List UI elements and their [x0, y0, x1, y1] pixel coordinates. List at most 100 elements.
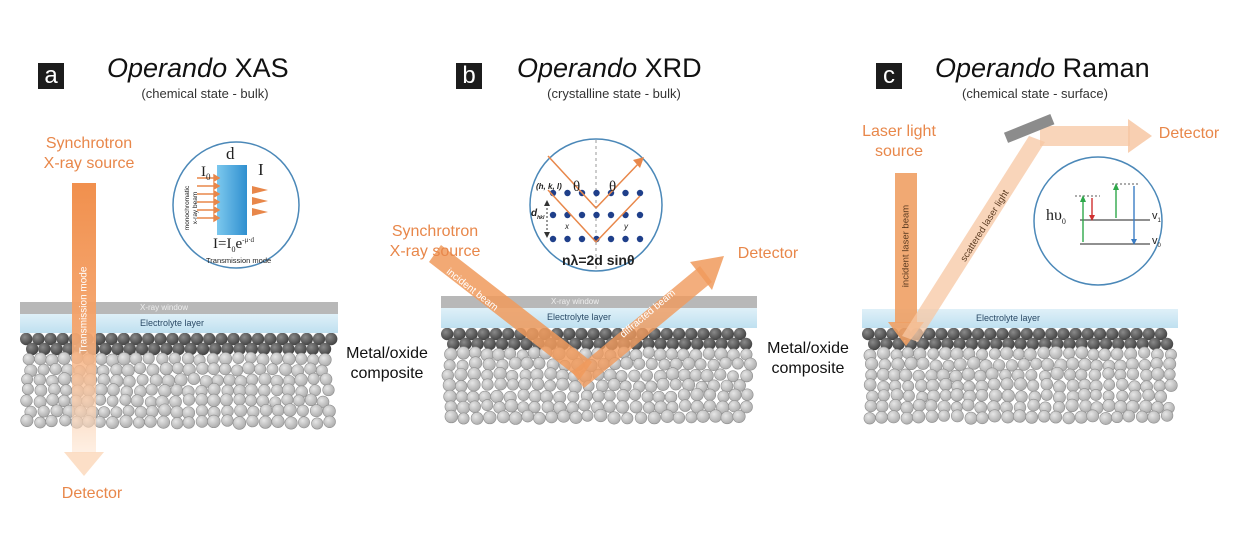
raman-inset-hv: hυ0: [1046, 207, 1066, 226]
light-particle: [60, 384, 73, 397]
eq-sub: 0: [231, 245, 236, 254]
dark-particle: [678, 337, 692, 351]
light-particle: [629, 400, 643, 414]
light-particle: [494, 377, 507, 391]
light-particle: [621, 412, 634, 425]
light-particle: [1111, 411, 1124, 424]
light-particle: [454, 367, 468, 382]
dark-particle: [99, 342, 112, 356]
panel-a-title-italic: Operando: [107, 53, 228, 83]
raman-inset-v1-main: v: [1152, 210, 1158, 222]
raman-source-line2: source: [874, 143, 924, 160]
light-particle: [887, 410, 901, 424]
eq-exp: -μ·d: [242, 236, 255, 244]
light-particle: [672, 411, 686, 424]
light-particle: [707, 358, 720, 371]
bragg-rays: [547, 155, 641, 243]
panel-c-title-italic: Operando: [935, 53, 1056, 83]
dark-particle: [923, 327, 936, 341]
light-particle: [545, 410, 558, 424]
light-particle: [544, 367, 558, 381]
dark-particle: [1160, 337, 1174, 351]
light-particle: [633, 357, 646, 370]
light-particle: [690, 387, 704, 402]
light-particle: [1049, 346, 1063, 360]
dark-particle: [1154, 327, 1168, 341]
light-particle: [1049, 410, 1063, 424]
light-particle: [669, 378, 682, 391]
light-particle: [1001, 410, 1015, 424]
xas-inset-beam-label: monochromatic x-ray beam: [184, 186, 200, 230]
light-particle: [244, 351, 257, 364]
light-particle: [1017, 358, 1031, 371]
light-particle: [1012, 348, 1025, 361]
panel-b-title-rest: XRD: [637, 53, 702, 83]
xas-inset-mode: Transmission mode: [206, 256, 272, 265]
light-particle: [961, 398, 975, 412]
dark-particle: [575, 327, 588, 341]
light-particle: [1164, 378, 1178, 392]
light-particle: [307, 372, 320, 385]
light-particle: [1116, 378, 1129, 391]
light-particle: [1122, 409, 1136, 423]
light-particle: [1063, 368, 1077, 381]
light-particle: [219, 363, 232, 376]
dark-particle: [209, 342, 222, 356]
dark-particle: [325, 332, 338, 346]
light-particle: [877, 346, 891, 360]
dark-particle: [1045, 327, 1058, 341]
light-particle: [875, 411, 888, 424]
light-particle: [1012, 409, 1027, 423]
dark-particle: [874, 327, 887, 341]
dark-particle: [587, 327, 600, 341]
light-particle: [1025, 369, 1038, 382]
xrd-electrolyte-label: Electrolyte layer: [547, 312, 612, 322]
light-particle: [456, 346, 471, 360]
light-particle: [21, 383, 34, 396]
mirror: [1003, 113, 1055, 143]
light-particle: [119, 393, 132, 406]
raman-electrolyte-label: Electrolyte layer: [976, 313, 1041, 323]
light-particle: [482, 357, 496, 371]
light-particle: [283, 403, 297, 417]
dark-particle: [312, 332, 326, 346]
xrd-inset-d: dhkl: [531, 208, 544, 221]
xrd-source-line2: X-ray source: [389, 243, 481, 260]
light-particle: [938, 346, 953, 360]
light-particle: [1027, 398, 1040, 412]
dark-particle: [56, 332, 69, 346]
light-particle: [719, 356, 732, 370]
light-particle: [743, 357, 757, 371]
light-particle: [915, 379, 928, 392]
light-particle: [740, 400, 753, 414]
light-particle: [1065, 398, 1079, 413]
panel-a-subtitle: (chemical state - bulk): [141, 86, 269, 101]
light-particle: [939, 377, 953, 391]
dark-particle: [129, 332, 143, 346]
light-particle: [136, 373, 149, 386]
light-particle: [988, 409, 1002, 423]
light-particle: [727, 370, 739, 383]
light-particle: [1041, 358, 1055, 372]
dark-particle: [227, 332, 240, 346]
raman-inset-v0-sub: 0: [1157, 243, 1161, 250]
light-particle: [298, 416, 310, 429]
dark-particle: [1106, 327, 1119, 341]
dark-particle: [172, 342, 185, 356]
light-particle: [59, 414, 72, 427]
dark-particle: [1014, 337, 1027, 351]
light-particle: [506, 378, 519, 391]
panel-c-title: Operando Raman: [935, 53, 1150, 84]
light-particle: [232, 416, 247, 430]
light-particle: [992, 359, 1006, 372]
dark-particle: [441, 327, 454, 341]
light-particle: [170, 405, 184, 419]
light-particle: [284, 416, 298, 430]
light-particle: [720, 411, 734, 425]
light-particle: [1142, 388, 1155, 402]
dark-particle: [1020, 327, 1033, 341]
dark-particle: [1142, 327, 1156, 341]
raman-inset-v1-sub: 1: [1157, 218, 1161, 225]
dark-particle: [50, 342, 63, 356]
